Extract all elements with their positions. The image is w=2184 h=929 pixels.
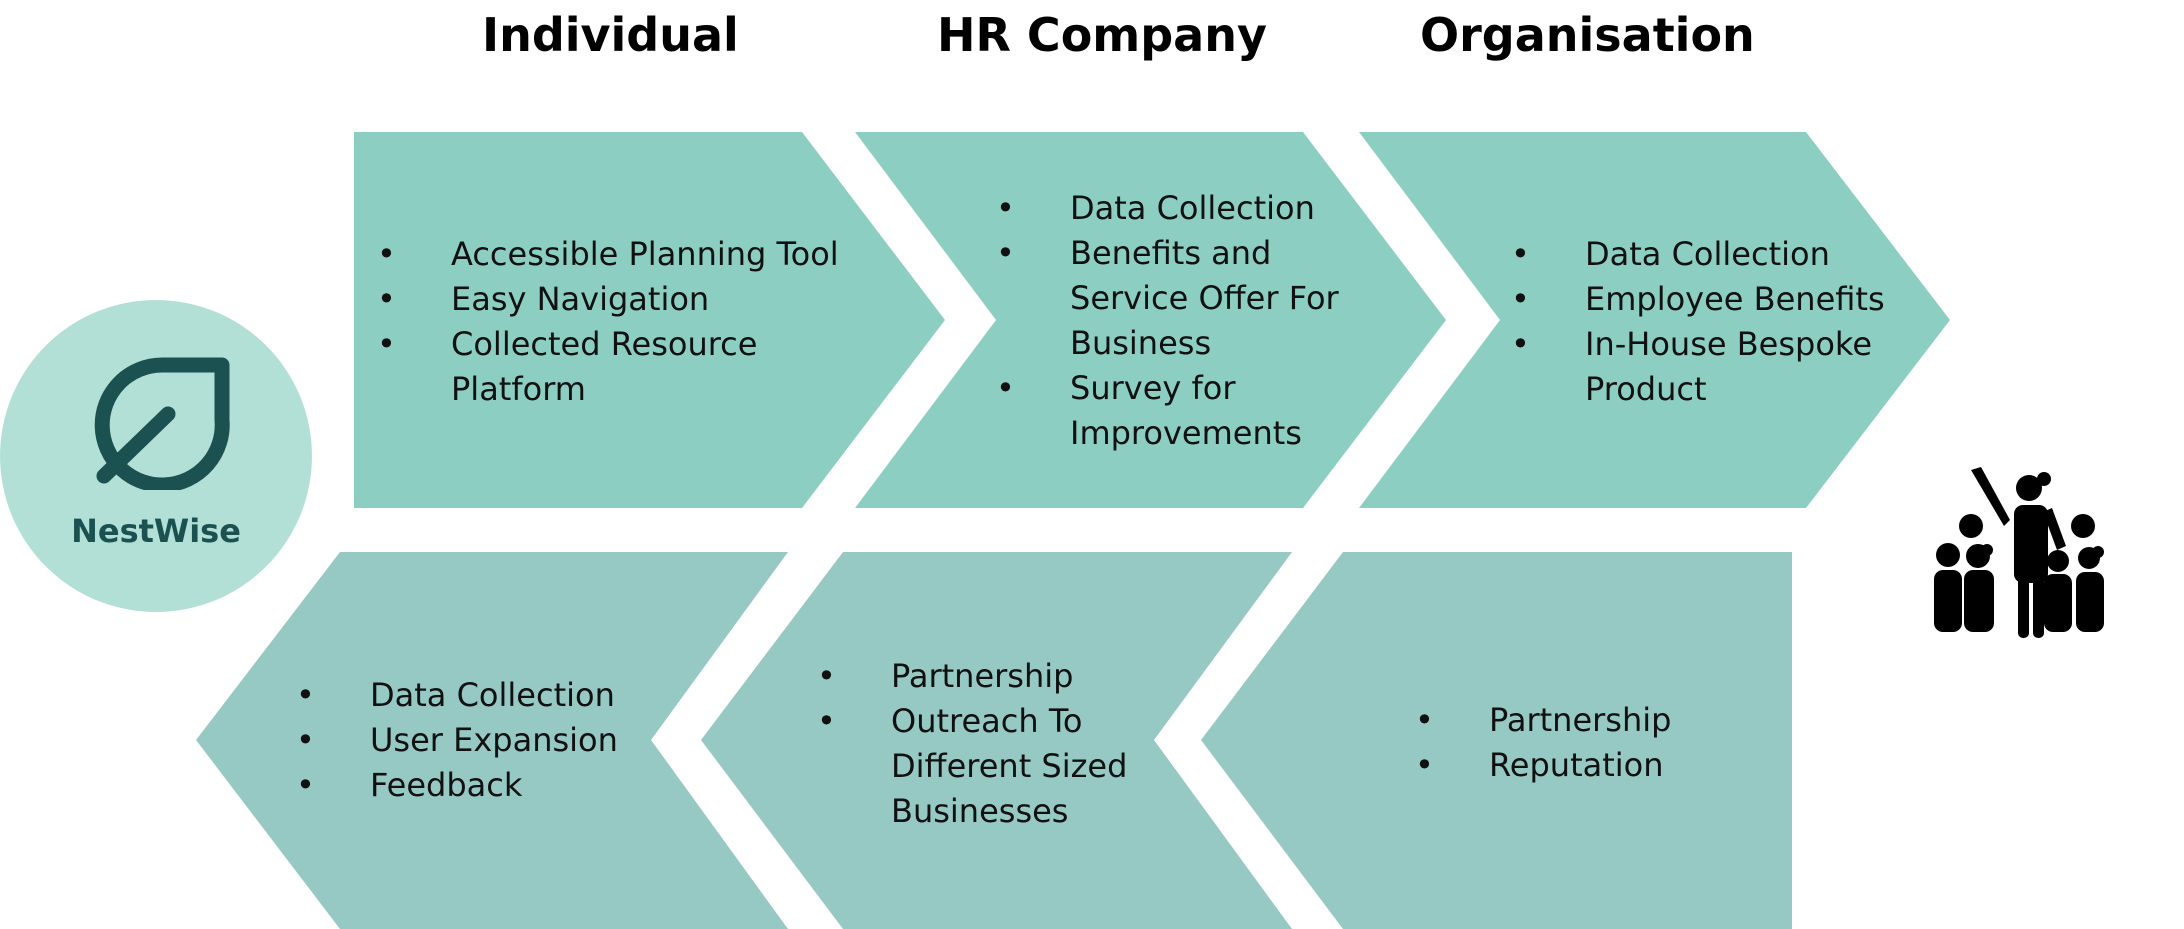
list-item: Survey for Improvements — [996, 366, 1376, 456]
list-item: Accessible Planning Tool — [377, 232, 897, 277]
list-item: User Expansion — [296, 718, 716, 763]
list-item: Collected Resource Platform — [377, 322, 897, 412]
list-item: Reputation — [1415, 743, 1755, 788]
list-item: Employee Benefits — [1511, 277, 1911, 322]
list-item: Benefits and Service Offer For Business — [996, 231, 1376, 366]
hr-company-return-list: Partnership Outreach To Different Sized … — [817, 654, 1157, 834]
list-item: Partnership — [817, 654, 1157, 699]
header-individual: Individual — [482, 8, 739, 62]
brand-name: NestWise — [71, 512, 241, 550]
list-item: In-House Bespoke Product — [1511, 322, 1911, 412]
list-item: Feedback — [296, 763, 716, 808]
organisation-benefits-list: Data Collection Employee Benefits In-Hou… — [1511, 232, 1911, 412]
logo-circle — [0, 300, 312, 612]
leaf-icon — [94, 357, 230, 490]
individual-benefits-list: Accessible Planning Tool Easy Navigation… — [377, 232, 897, 412]
organisation-return-list: Partnership Reputation — [1415, 698, 1755, 788]
hr-company-benefits-list: Data Collection Benefits and Service Off… — [996, 186, 1376, 456]
list-item: Data Collection — [996, 186, 1376, 231]
list-item: Outreach To Different Sized Businesses — [817, 699, 1157, 834]
list-item: Partnership — [1415, 698, 1755, 743]
list-item: Easy Navigation — [377, 277, 897, 322]
list-item: Data Collection — [1511, 232, 1911, 277]
header-hr-company: HR Company — [937, 8, 1267, 62]
individual-return-list: Data Collection User Expansion Feedback — [296, 673, 716, 808]
people-group-icon — [1934, 467, 2104, 638]
list-item: Data Collection — [296, 673, 716, 718]
header-organisation: Organisation — [1420, 8, 1755, 62]
